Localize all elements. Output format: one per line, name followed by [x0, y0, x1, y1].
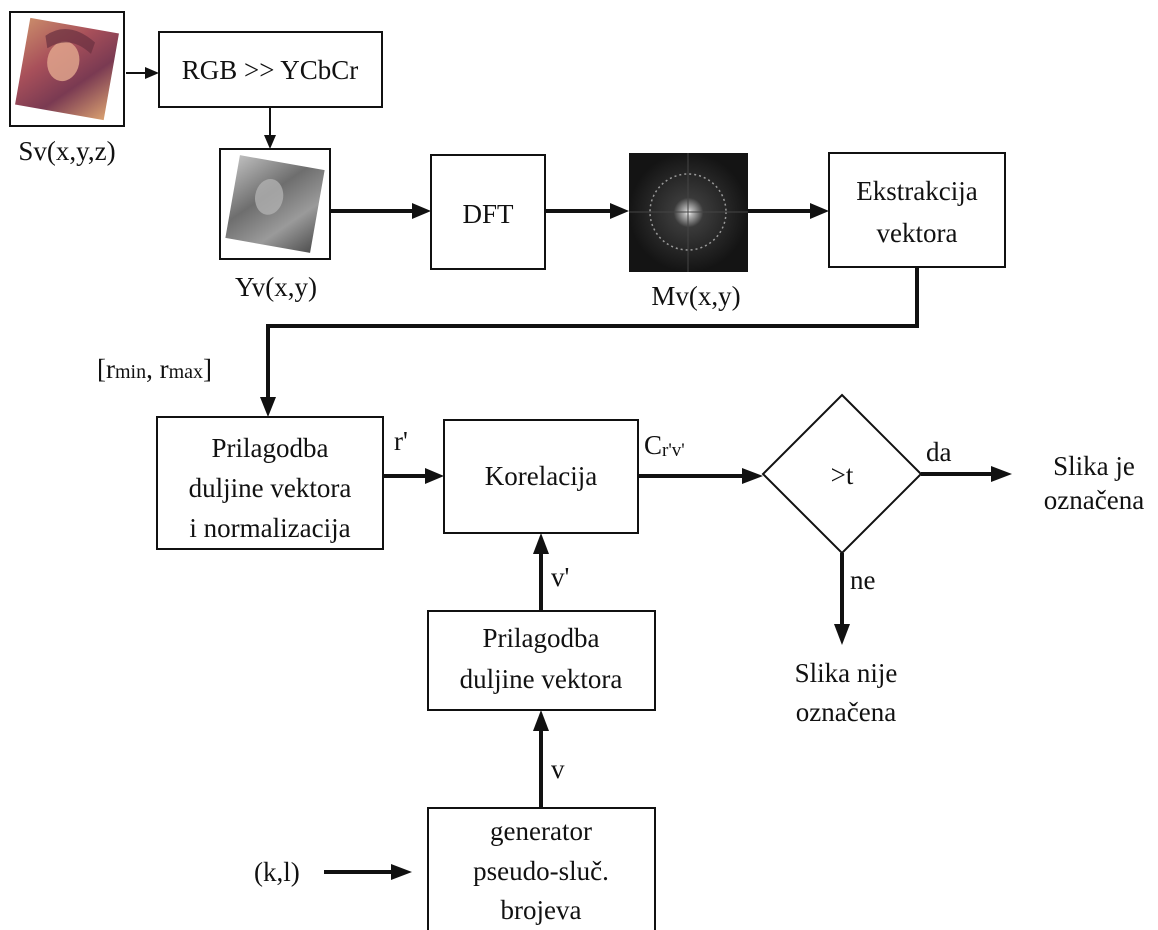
radius-range-label: [rmin, rmax]: [97, 354, 212, 384]
marked-output-2: označena: [1044, 485, 1144, 515]
yes-label: da: [926, 437, 952, 467]
marked-output-1: Slika je: [1053, 451, 1135, 481]
rgb-to-ycbcr-label: RGB >> YCbCr: [182, 55, 358, 85]
key-label: (k,l): [254, 857, 300, 887]
threshold-label: >t: [831, 460, 854, 490]
adapt-normalize-label-3: i normalizacija: [189, 513, 350, 543]
r-prime-label: r': [394, 426, 408, 456]
no-label: ne: [850, 565, 876, 595]
generator-label-2: pseudo-sluč.: [473, 856, 609, 886]
correlation-block: [443, 419, 639, 534]
adapt-normalize-block: [156, 416, 384, 550]
adapt-length-label-2: duljine vektora: [460, 664, 623, 694]
mv-label: Mv(x,y): [651, 281, 740, 311]
vector-extraction-label-1: Ekstrakcija: [856, 176, 977, 206]
generator-label-3: brojeva: [501, 895, 582, 925]
not-marked-output-2: označena: [796, 697, 896, 727]
correlation-output-label: Cr'v': [644, 430, 685, 461]
dft-label: DFT: [462, 199, 514, 229]
dft-block: [430, 154, 546, 270]
spectrum-image: [629, 153, 748, 272]
vector-extraction-block: [828, 152, 1006, 268]
vector-extraction-label-2: vektora: [877, 218, 958, 248]
adapt-normalize-label-2: duljine vektora: [189, 473, 352, 503]
correlation-label: Korelacija: [485, 461, 597, 491]
v-prime-label: v': [551, 562, 569, 592]
color-image: [15, 17, 119, 121]
rgb-to-ycbcr-block: [158, 31, 383, 108]
adapt-length-block: [427, 610, 656, 711]
adapt-length-label-1: Prilagodba: [483, 623, 600, 653]
yv-label: Yv(x,y): [235, 272, 317, 302]
v-label: v: [551, 754, 565, 784]
generator-block: [427, 807, 656, 930]
generator-label-1: generator: [490, 816, 592, 846]
not-marked-output-1: Slika nije: [795, 658, 898, 688]
sv-label: Sv(x,y,z): [18, 136, 115, 166]
gray-image: [225, 155, 325, 253]
adapt-normalize-label-1: Prilagodba: [212, 433, 329, 463]
